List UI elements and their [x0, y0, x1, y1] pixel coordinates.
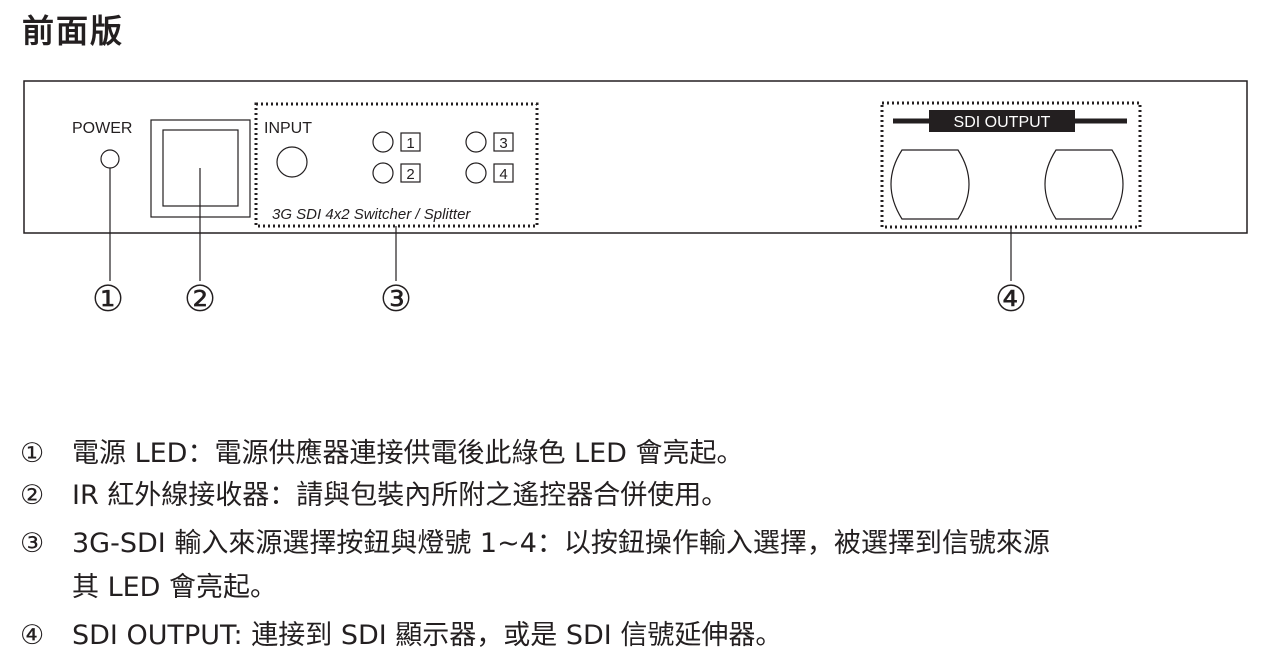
led-number: 3: [499, 135, 507, 152]
callout-3: ③: [380, 279, 412, 320]
input-led-1: 1: [372, 131, 421, 153]
led-icon: [465, 131, 487, 153]
front-panel-diagram: POWER INPUT 1 2 3 4 3G SDI 4x2 Switcher …: [23, 80, 1248, 320]
description-text: SDI OUTPUT: 連接到 SDI 顯示器，或是 SDI 信號延伸器。: [72, 620, 783, 651]
led-icon: [372, 131, 394, 153]
led-number: 4: [499, 166, 507, 183]
callout-1: ①: [92, 279, 124, 320]
callout-2: ②: [184, 279, 216, 320]
input-label: INPUT: [264, 120, 312, 137]
input-zone-outline: [254, 102, 539, 228]
description-text: IR 紅外線接收器：請與包裝內所附之遙控器合併使用。: [72, 480, 729, 511]
input-led-3: 3: [465, 131, 514, 153]
led-number: 1: [406, 135, 414, 152]
page-title: 前面版: [22, 12, 125, 50]
sdi-output-1-connector-icon: [890, 149, 970, 220]
description-text: 3G-SDI 輸入來源選擇按鈕與燈號 1~4：以按鈕操作輸入選擇，被選擇到信號來…: [72, 528, 1050, 559]
description-4: ④ SDI OUTPUT: 連接到 SDI 顯示器，或是 SDI 信號延伸器。: [20, 618, 782, 654]
power-label: POWER: [72, 120, 132, 137]
description-number: ③: [20, 528, 45, 559]
callout-4: ④: [995, 279, 1027, 320]
led-icon: [372, 162, 394, 184]
description-text: 其 LED 會亮起。: [72, 572, 278, 603]
description-3-continued: 其 LED 會亮起。: [72, 570, 277, 606]
description-text: 電源 LED：電源供應器連接供電後此綠色 LED 會亮起。: [72, 438, 744, 469]
description-1: ① 電源 LED：電源供應器連接供電後此綠色 LED 會亮起。: [20, 436, 744, 472]
chassis-outline: [23, 80, 1248, 234]
output-label-bg: [929, 110, 1075, 132]
led-number: 2: [406, 166, 414, 183]
input-led-4: 4: [465, 162, 514, 184]
description-2: ② IR 紅外線接收器：請與包裝內所附之遙控器合併使用。: [20, 478, 728, 514]
description-number: ④: [20, 620, 45, 651]
input-led-2: 2: [372, 162, 421, 184]
sdi-output-2-connector-icon: [1044, 149, 1124, 220]
input-select-button-icon: [276, 146, 308, 178]
output-label: SDI OUTPUT: [954, 114, 1051, 131]
description-number: ②: [20, 480, 45, 511]
power-led-icon: [100, 149, 120, 169]
description-number: ①: [20, 438, 45, 469]
led-icon: [465, 162, 487, 184]
model-text: 3G SDI 4x2 Switcher / Splitter: [272, 206, 471, 223]
description-3: ③ 3G-SDI 輸入來源選擇按鈕與燈號 1~4：以按鈕操作輸入選擇，被選擇到信號…: [20, 526, 1050, 562]
